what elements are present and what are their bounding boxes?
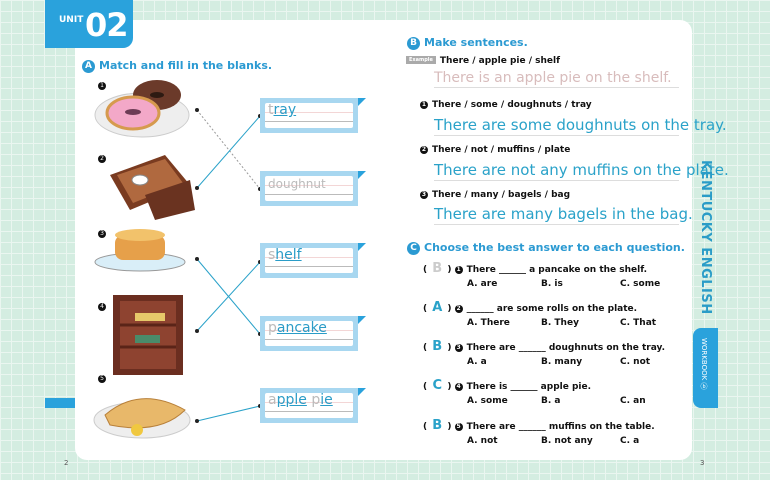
answer-box-1[interactable]: tray — [260, 98, 366, 133]
option-b: B. is — [541, 279, 563, 289]
tray-image — [110, 155, 195, 220]
workbook-tab-label: WORKBOOK ⓑ — [700, 338, 708, 390]
option-c: C. That — [620, 318, 657, 328]
answer-choice[interactable]: C — [432, 378, 443, 393]
option-b: B. many — [541, 357, 583, 367]
answer-choice[interactable]: B — [432, 261, 443, 276]
apple-pie-image — [93, 398, 191, 439]
answer-choice[interactable]: B — [432, 418, 443, 433]
option-c: C. not — [620, 357, 651, 367]
workbook-tab — [693, 328, 718, 408]
option-a: A. not — [467, 436, 498, 446]
sentence-answer-3[interactable]: There are many bagels in the bag. — [434, 205, 693, 225]
option-c: C. a — [620, 436, 640, 446]
page-number-right: 3 — [700, 459, 705, 467]
item-number: 2 — [98, 155, 106, 163]
option-c: C. an — [620, 396, 646, 406]
answer-choice[interactable]: B — [432, 339, 443, 354]
option-c: C. some — [620, 279, 661, 289]
question-2: ( A ) 2______ are some rolls on the plat… — [423, 300, 657, 328]
option-b: B. not any — [541, 436, 593, 446]
page-number-left: 2 — [64, 459, 69, 467]
unit-number: 02 — [85, 6, 129, 44]
unit-tab: UNIT 02 — [45, 0, 133, 48]
illustrations-and-lines — [93, 80, 262, 439]
item-number: 4 — [98, 303, 106, 311]
match-lines — [195, 108, 262, 423]
doughnuts-image — [94, 80, 190, 138]
example-label: Example — [406, 56, 436, 64]
option-b: B. They — [541, 318, 579, 328]
answer-choice[interactable]: A — [432, 300, 443, 315]
sentence-answer-1[interactable]: There are some doughnuts on the tray. — [434, 116, 727, 136]
item-number: 3 — [98, 230, 106, 238]
answer-box-5[interactable]: apple pie — [260, 388, 366, 423]
option-a: A. are — [467, 279, 498, 289]
shelf-image — [113, 295, 183, 375]
item-number: 5 — [98, 375, 106, 383]
answer-box-3[interactable]: shelf — [260, 243, 366, 278]
answer-box-4[interactable]: pancake — [260, 316, 366, 351]
pancakes-image — [94, 229, 186, 272]
option-b: B. a — [541, 396, 561, 406]
side-title: KENTUCKY ENGLISH — [698, 160, 713, 315]
option-a: A. some — [467, 396, 508, 406]
option-a: A. There — [467, 318, 510, 328]
item-number: 1 — [98, 82, 106, 90]
option-a: A. a — [467, 357, 487, 367]
answer-box-2[interactable]: doughnut — [260, 171, 366, 206]
unit-label: UNIT — [59, 15, 84, 25]
left-blue-strip — [45, 398, 75, 408]
example-answer: There is an apple pie on the shelf. — [434, 70, 679, 88]
sentence-answer-2[interactable]: There are not any muffins on the plate. — [434, 161, 729, 181]
